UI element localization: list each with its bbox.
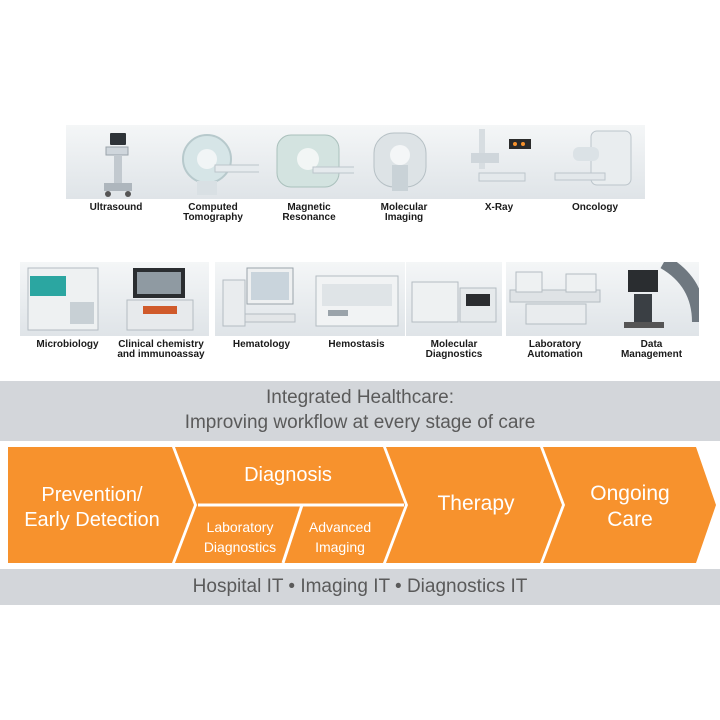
lab-hemostasis: Hemostasis: [308, 262, 405, 350]
modality-molecular-imaging: Molecular Imaging: [354, 125, 454, 223]
lab-clinical-chemistry: Clinical chemistry and immunoassay: [113, 262, 209, 360]
lab-label: Hematology: [232, 339, 291, 350]
hemostasis-analyzer-icon: [308, 262, 405, 336]
lab-automation-track-icon: [506, 262, 604, 336]
lab-label: Clinical chemistry and immunoassay: [117, 339, 205, 360]
modality-x-ray: X-Ray: [449, 125, 549, 213]
modality-label: Oncology: [571, 202, 619, 213]
lab-laboratory-automation: Laboratory Automation: [506, 262, 604, 360]
modality-label: Ultrasound: [89, 202, 143, 213]
therapy-label: Therapy: [437, 492, 515, 515]
lab-molecular-diagnostics: Molecular Diagnostics: [406, 262, 502, 360]
modality-ultrasound: Ultrasound: [66, 125, 166, 213]
chevron-ongoing-care: [543, 447, 716, 563]
imaging-line2: Imaging: [315, 539, 365, 555]
laboratory-row: Microbiology Clinical chemistry and immu…: [0, 262, 720, 362]
chemistry-analyzer-icon: [113, 262, 209, 336]
microbiology-analyzer-icon: [20, 262, 115, 336]
lab-microbiology: Microbiology: [20, 262, 115, 350]
molecular-imaging-scanner-icon: [354, 125, 454, 199]
hematology-workstation-icon: [215, 262, 308, 336]
lab-label: Laboratory Automation: [527, 339, 583, 360]
lab-line2: Diagnostics: [203, 539, 277, 555]
lab-label: Microbiology: [36, 339, 99, 350]
prevention-line1: Prevention/: [41, 484, 143, 506]
modality-label: X-Ray: [484, 202, 514, 213]
lab-label: Molecular Diagnostics: [425, 339, 483, 360]
lab-data-management: Data Management: [604, 262, 699, 360]
care-workflow: Prevention/ Early Detection Diagnosis La…: [0, 441, 720, 569]
lab-hematology: Hematology: [215, 262, 308, 350]
modality-label: Computed Tomography: [183, 202, 243, 223]
imaging-line1: Advanced: [308, 519, 372, 535]
chevron-prevention: [8, 447, 194, 563]
lab-label: Hemostasis: [328, 339, 385, 350]
lab-label: Data Management: [620, 339, 683, 360]
workflow-chevrons: [8, 447, 716, 564]
advanced-imaging-label: Advanced Imaging: [290, 517, 390, 557]
integrated-healthcare-banner: Integrated Healthcare: Improving workflo…: [0, 381, 720, 441]
ongoing-care-label: Ongoing Care: [560, 481, 700, 533]
imaging-modalities-row: Ultrasound Computed Tomography Magnetic …: [0, 125, 720, 225]
data-management-workstation-icon: [604, 262, 699, 336]
banner-title: Integrated Healthcare:: [265, 387, 454, 408]
ct-scanner-icon: [163, 125, 263, 199]
modality-magnetic-resonance: Magnetic Resonance: [259, 125, 359, 223]
lab-line1: Laboratory: [206, 519, 274, 535]
lab-diagnostics-label: Laboratory Diagnostics: [190, 517, 290, 557]
it-footer-band: Hospital IT • Imaging IT • Diagnostics I…: [0, 569, 720, 605]
ultrasound-machine-icon: [66, 125, 166, 199]
care-line1: Ongoing: [590, 482, 670, 505]
modality-oncology: Oncology: [545, 125, 645, 213]
prevention-label: Prevention/ Early Detection: [8, 483, 176, 533]
modality-label: Molecular Imaging: [380, 202, 428, 223]
chevron-therapy: [386, 447, 562, 563]
banner-subtitle: Improving workflow at every stage of car…: [184, 412, 536, 433]
care-line2: Care: [607, 508, 653, 531]
diagnosis-label: Diagnosis: [244, 464, 332, 486]
prevention-line2: Early Detection: [24, 509, 160, 531]
it-footer-text: Hospital IT • Imaging IT • Diagnostics I…: [192, 576, 528, 597]
mri-scanner-icon: [259, 125, 359, 199]
molecular-diagnostics-instrument-icon: [406, 262, 502, 336]
xray-system-icon: [449, 125, 549, 199]
modality-computed-tomography: Computed Tomography: [163, 125, 263, 223]
diagnosis-split: [281, 504, 304, 564]
modality-label: Magnetic Resonance: [282, 202, 336, 223]
oncology-linac-icon: [545, 125, 645, 199]
